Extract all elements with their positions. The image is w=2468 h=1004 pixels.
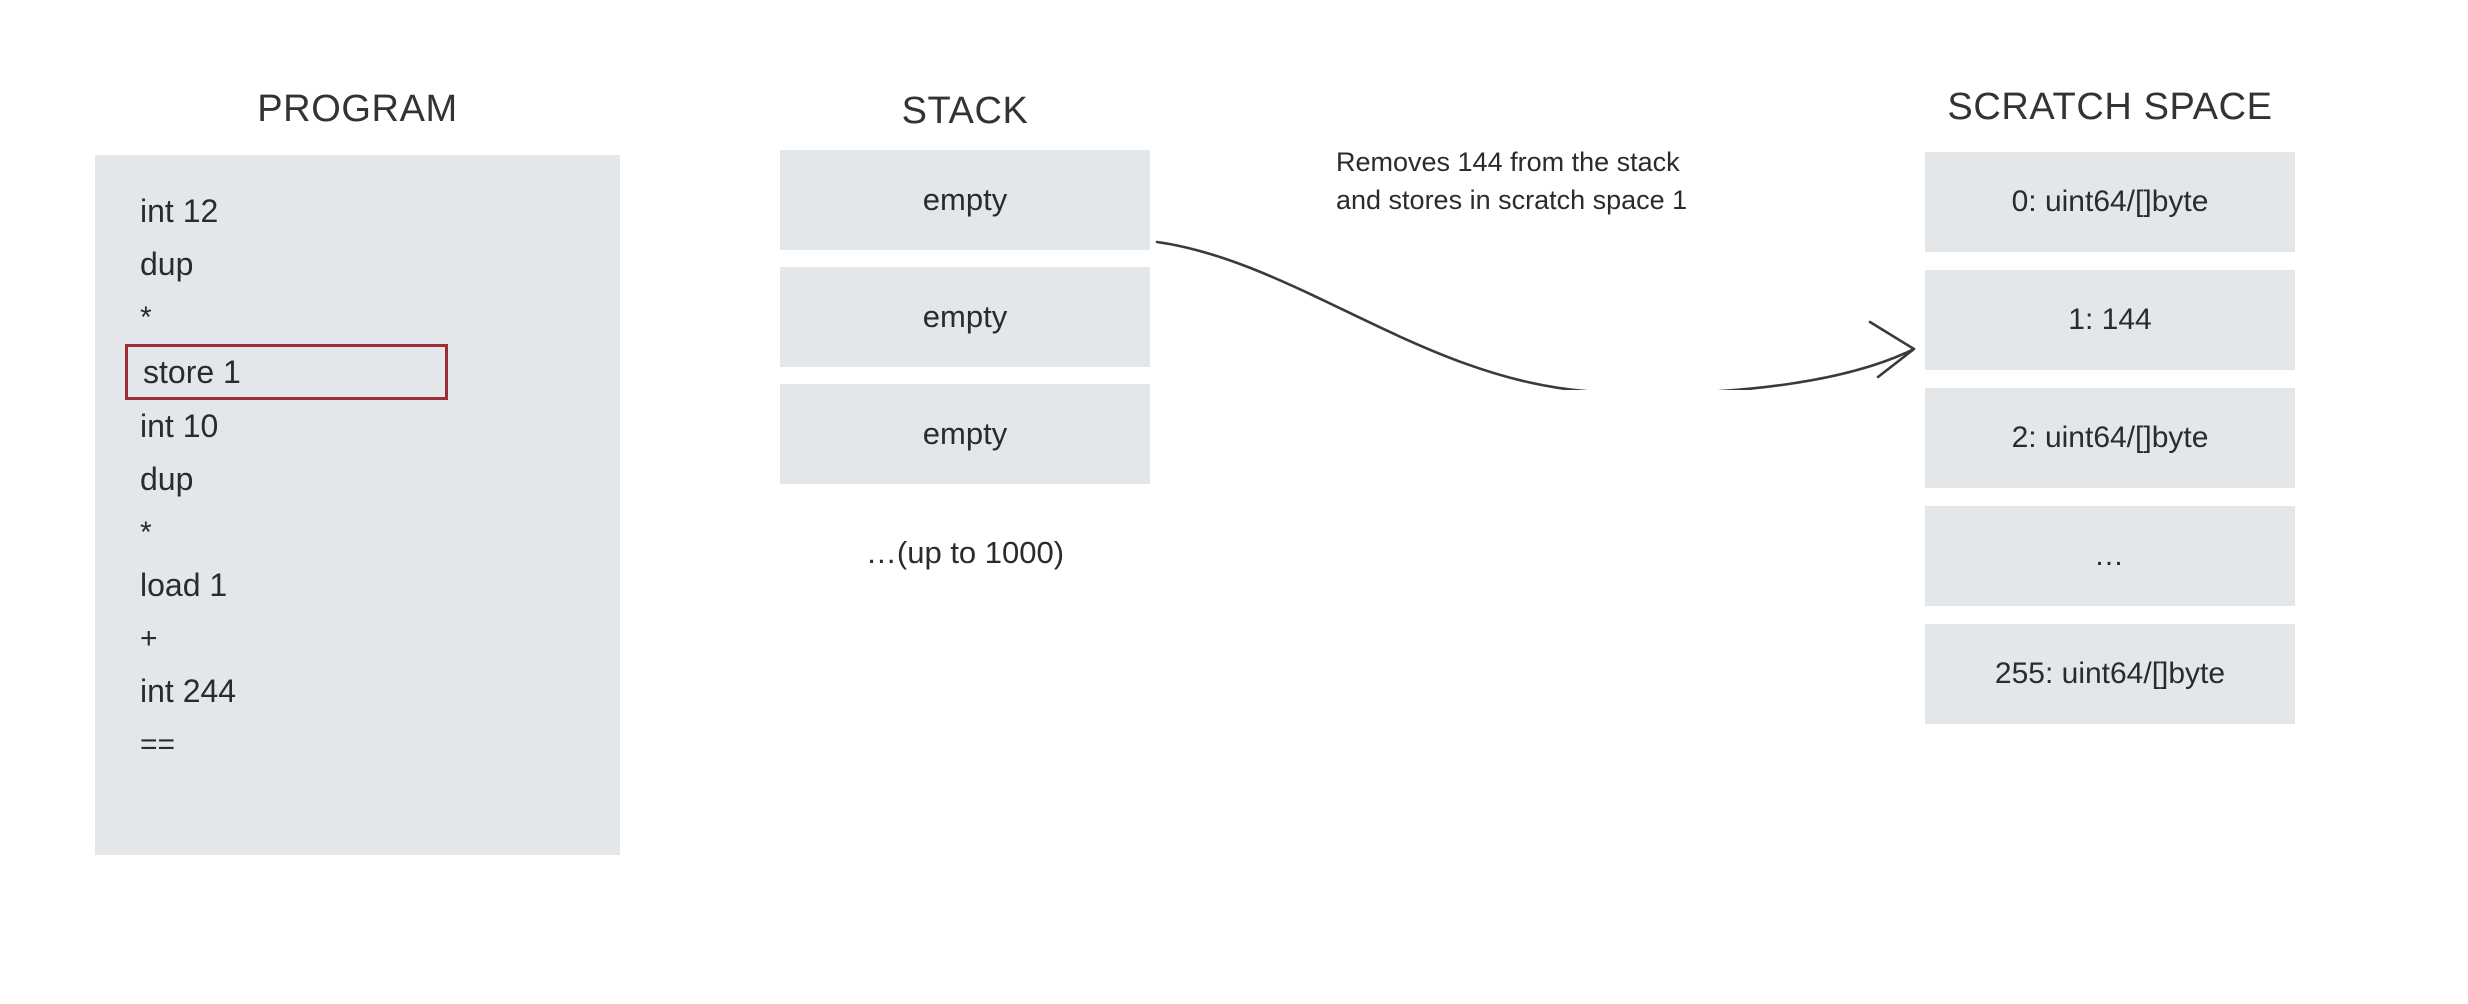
annotation-line-2: and stores in scratch space 1 [1336,185,1688,216]
annotation-text: Removes 144 from the stack and stores in… [1336,143,1776,220]
program-instruction-row: int 12 [140,193,219,229]
program-instruction-row: == [140,728,176,761]
scratch-cell-ellipsis: … [1925,506,2295,606]
stack-panel: empty empty empty [780,150,1150,501]
program-instruction-row: dup [140,461,194,497]
scratch-cell: 0: uint64/[]byte [1925,152,2295,252]
scratch-space-column-title: SCRATCH SPACE [1947,86,2273,128]
program-panel: int 12 dup * store 1 int 10 dup * load 1… [95,155,620,855]
program-instruction-row: int 244 [140,673,237,709]
program-instruction-row: load 1 [140,567,228,603]
scratch-cell: 255: uint64/[]byte [1925,624,2295,724]
stack-cell: empty [780,267,1150,367]
stack-cell: empty [780,150,1150,250]
program-instruction-row: * [140,516,152,549]
annotation-line-1: Removes 144 from the stack [1336,147,1680,177]
program-column-title: PROGRAM [257,88,458,130]
stack-capacity-note: …(up to 1000) [865,535,1065,570]
stack-column-title: STACK [901,90,1029,132]
program-instruction-row-highlighted: store 1 [125,344,448,400]
program-instruction-row: + [140,622,158,655]
program-instruction-list: int 12 dup * store 1 int 10 dup * load 1… [95,185,620,771]
stack-cell: empty [780,384,1150,484]
scratch-space-panel: 0: uint64/[]byte 1: 144 2: uint64/[]byte… [1925,152,2295,742]
scratch-cell-filled: 1: 144 [1925,270,2295,370]
program-instruction-row: int 10 [140,408,219,444]
program-instruction-row: * [140,301,152,334]
program-instruction-row: dup [140,246,194,282]
scratch-cell: 2: uint64/[]byte [1925,388,2295,488]
curved-arrow-icon [1155,240,1916,390]
